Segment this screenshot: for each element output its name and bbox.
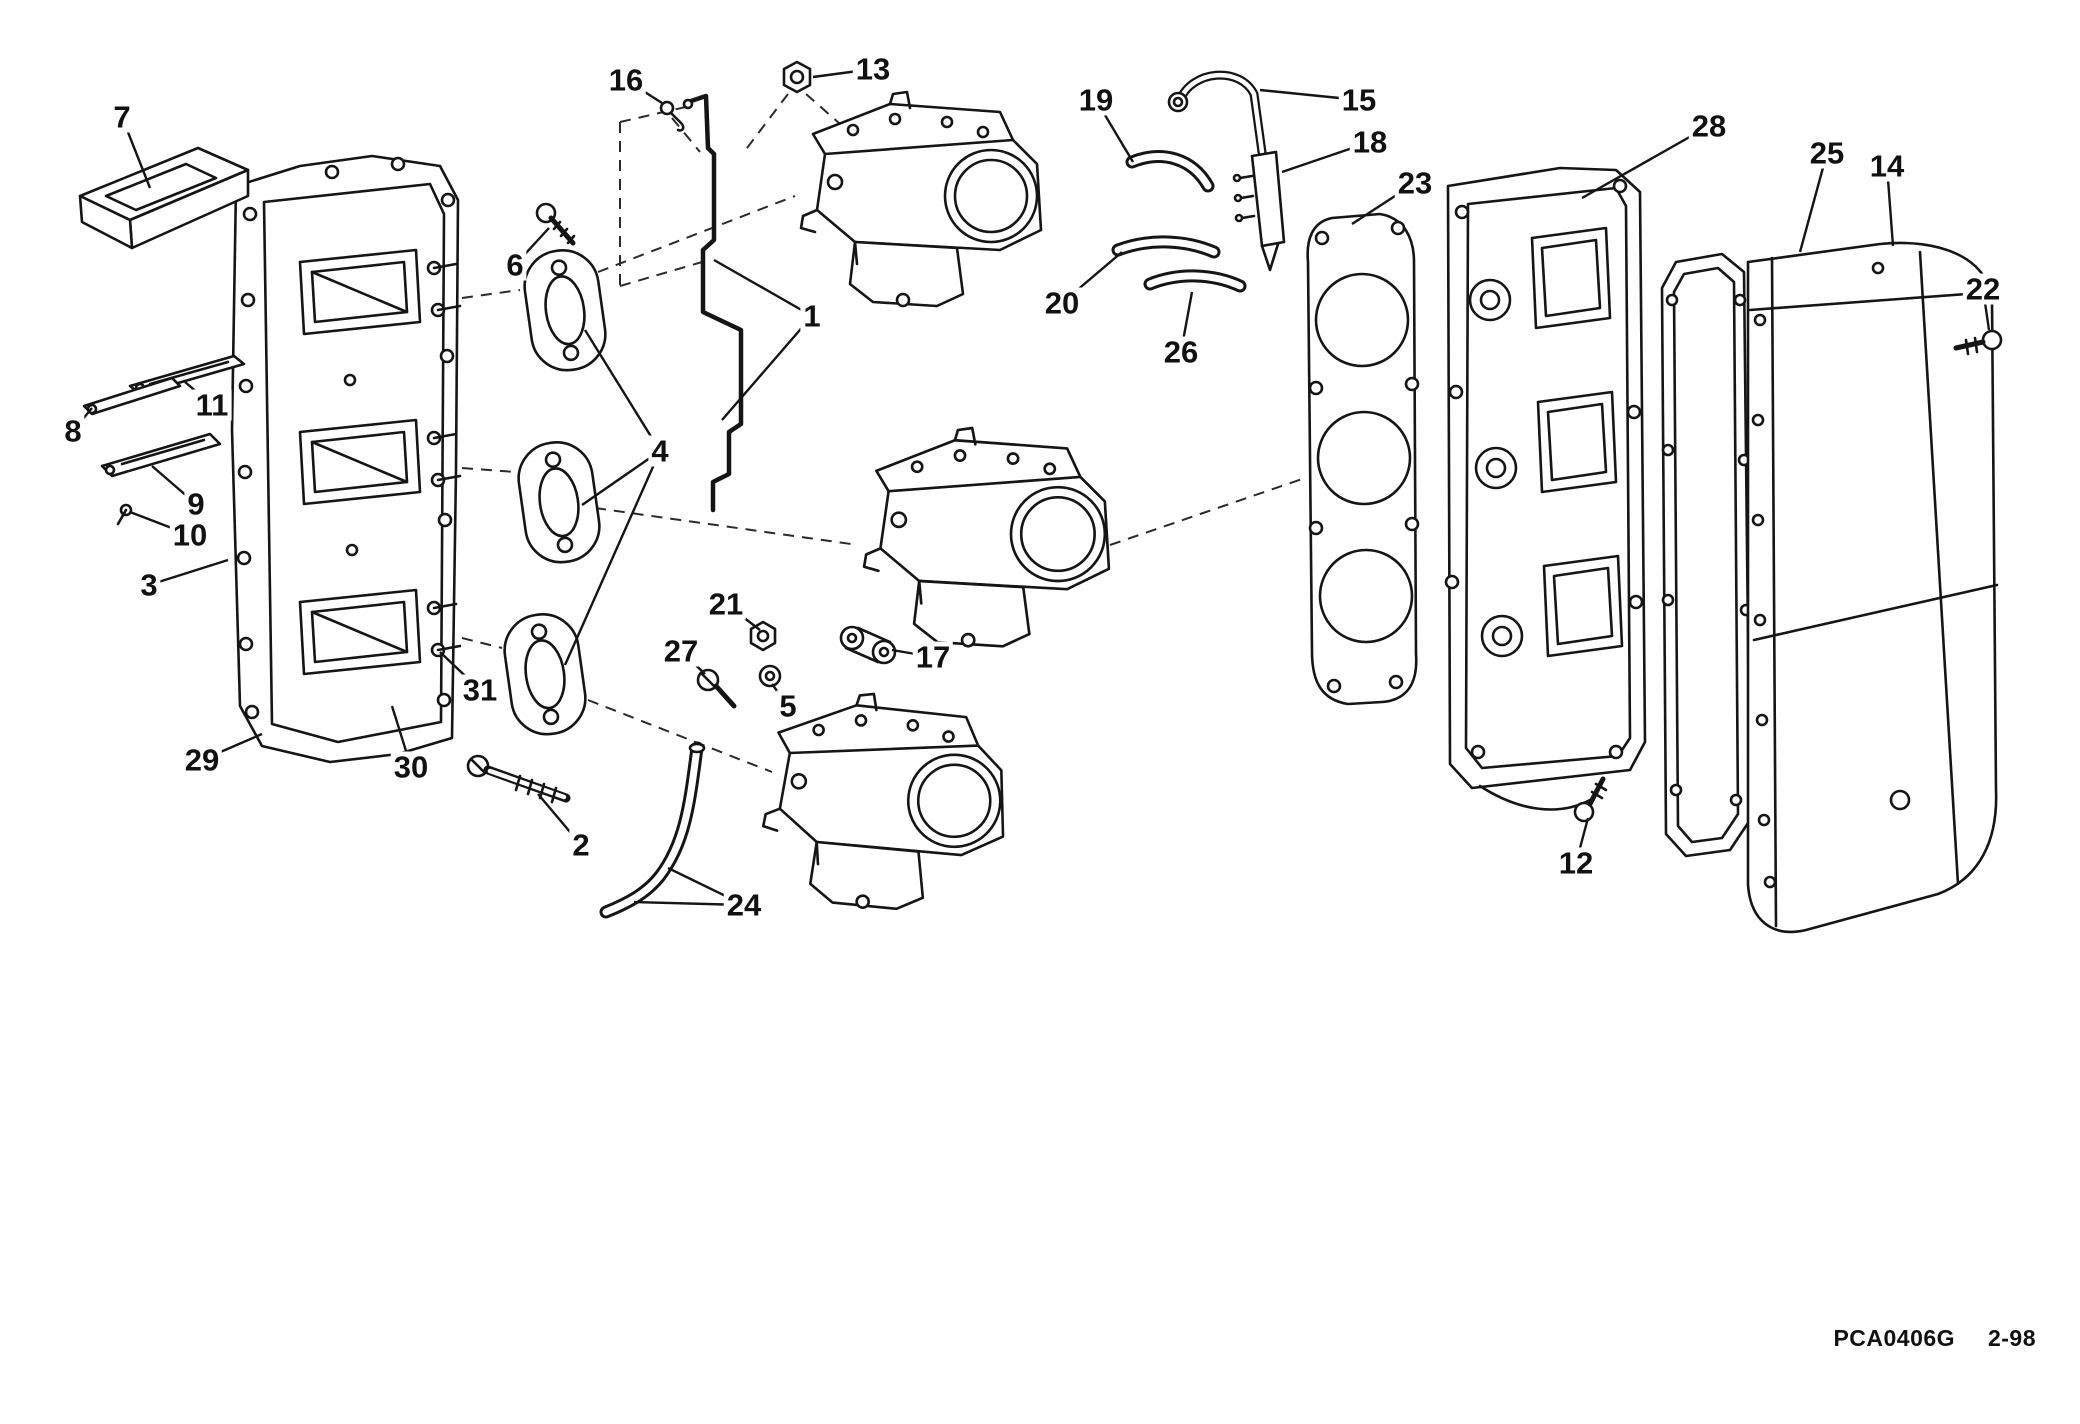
- screw-22: [1953, 329, 2003, 356]
- callout-8: 8: [61, 415, 85, 447]
- callout-16: 16: [605, 64, 647, 96]
- callout-leader-lines: [72, 67, 1991, 907]
- callout-17: 17: [912, 641, 954, 673]
- callout-21: 21: [705, 588, 747, 620]
- callout-4: 4: [648, 435, 672, 467]
- manifold-gasket: [1306, 212, 1420, 706]
- clip-16: [659, 100, 685, 132]
- callout-31: 31: [459, 674, 501, 706]
- screw-12: [1573, 776, 1608, 823]
- callout-14: 14: [1866, 150, 1908, 182]
- bolt-2: [466, 754, 571, 804]
- callout-26: 26: [1160, 336, 1202, 368]
- callout-2: 2: [569, 829, 593, 861]
- callout-3: 3: [137, 569, 161, 601]
- callout-25: 25: [1806, 137, 1848, 169]
- callout-7: 7: [110, 101, 134, 133]
- callout-9: 9: [184, 488, 208, 520]
- callout-11: 11: [192, 389, 232, 421]
- part-date: 2-98: [1987, 1325, 2036, 1351]
- callout-6: 6: [503, 249, 527, 281]
- linkage-rod: [682, 93, 744, 513]
- part-code: PCA0406G: [1833, 1325, 1956, 1351]
- fuel-hoses: [1111, 150, 1247, 293]
- intake-plate: [230, 154, 462, 764]
- intake-wedge: [78, 146, 250, 250]
- callout-1: 1: [800, 300, 824, 332]
- callout-20: 20: [1041, 287, 1083, 319]
- silencer-cover: [1746, 241, 1999, 934]
- fuel-line: [1167, 70, 1286, 272]
- intake-cover: [1444, 166, 1647, 811]
- callout-5: 5: [776, 690, 800, 722]
- callout-29: 29: [181, 744, 223, 776]
- callout-13: 13: [852, 53, 894, 85]
- callout-27: 27: [660, 635, 702, 667]
- callout-12: 12: [1555, 847, 1597, 879]
- callout-22: 22: [1962, 273, 2004, 305]
- cover-gasket: [1660, 252, 1753, 858]
- tube-24: [599, 741, 706, 919]
- reed-valve-parts: [82, 354, 246, 526]
- callout-10: 10: [169, 519, 211, 551]
- callout-24: 24: [723, 889, 765, 921]
- callout-19: 19: [1075, 84, 1117, 116]
- callout-23: 23: [1394, 167, 1436, 199]
- callout-15: 15: [1338, 84, 1380, 116]
- callout-30: 30: [390, 751, 432, 783]
- callout-28: 28: [1688, 110, 1730, 142]
- nut-13: [782, 60, 812, 94]
- callout-18: 18: [1349, 126, 1391, 158]
- screw-6: [535, 202, 576, 246]
- part-code-footer: PCA0406G 2-98: [1807, 1325, 2036, 1352]
